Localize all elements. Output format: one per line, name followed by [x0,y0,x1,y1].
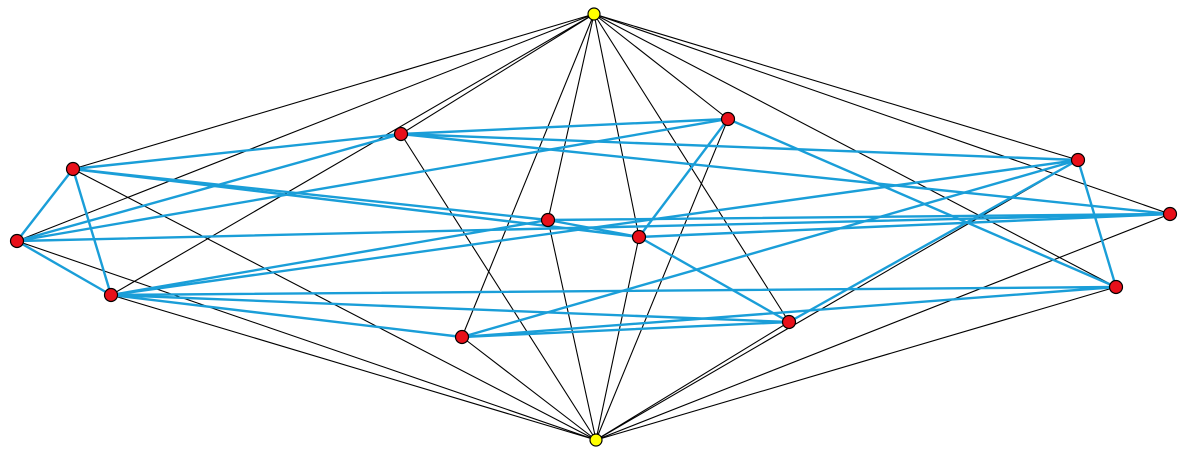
blue-edge-v01-v03 [71,167,113,297]
ring-vertex-v11 [1162,206,1178,222]
ring-vertex-v02 [9,233,25,249]
ring-vertex-v09 [781,314,797,330]
black-edge-apex_top-v02 [16,13,595,242]
black-edge-apex_top-v03 [110,13,595,296]
black-edge-apex_top-v07 [593,13,640,238]
ring-vertex-v05 [720,111,736,127]
blue-edge-v07-v11 [637,212,1172,239]
blue-edge-v01-v06 [71,167,550,222]
blue-edge-v08-v10 [460,158,1080,339]
black-edge-apex_top-v11 [593,13,1171,215]
ring-vertex-v08 [454,329,470,345]
apex-vertex-apex_bottom [589,433,603,447]
blue-edge-v03-v08 [109,293,464,339]
ring-vertex-v10 [1070,152,1086,168]
black-edge-apex_bottom-v06 [547,219,597,441]
ring-vertex-v03 [103,287,119,303]
apex-vertex-apex_top [587,7,601,21]
vertex-layer [9,7,1178,447]
blue-edge-v03-v09 [109,293,791,324]
blue-edge-v01-v04 [71,132,403,171]
black-edge-layer [16,13,1171,441]
black-edge-apex_top-v10 [593,13,1079,161]
black-edge-apex_top-v05 [593,13,729,120]
blue-edge-v04-v10 [399,132,1080,162]
black-edge-apex_top-v06 [547,13,595,221]
blue-edge-v08-v09 [460,320,791,339]
black-edge-apex_bottom-v08 [461,336,597,441]
blue-edge-v06-v07 [546,218,641,239]
blue-edge-v03-v06 [109,218,550,297]
ring-vertex-v12 [1108,279,1124,295]
ring-vertex-v06 [540,212,556,228]
blue-edge-v04-v05 [399,117,730,136]
blue-edge-v10-v12 [1076,158,1118,289]
blue-edge-v03-v12 [109,285,1118,297]
black-edge-apex_top-v01 [72,13,595,170]
black-edge-apex_bottom-v10 [595,159,1079,441]
blue-edge-v02-v04 [15,132,403,243]
black-edge-apex_bottom-v03 [110,294,597,441]
ring-vertex-v07 [631,229,647,245]
blue-edge-v02-v03 [15,239,113,297]
blue-edge-v05-v12 [726,117,1118,289]
black-edge-apex_bottom-v04 [400,133,597,441]
blue-edge-layer [15,117,1172,339]
blue-edge-v09-v10 [787,158,1080,324]
ring-vertex-v01 [65,161,81,177]
blue-edge-v06-v11 [546,212,1172,222]
blue-edge-v08-v12 [460,285,1118,339]
blue-edge-v02-v05 [15,117,730,243]
black-edge-apex_bottom-v09 [595,321,790,441]
black-edge-apex_bottom-v02 [16,240,597,441]
black-edge-apex_top-v04 [400,13,595,135]
blue-edge-v05-v07 [637,117,730,239]
ring-vertex-v04 [393,126,409,142]
black-edge-apex_bottom-v12 [595,286,1117,441]
blue-edge-v01-v02 [15,167,75,243]
blue-edge-v04-v11 [399,132,1172,216]
black-edge-apex_top-v08 [461,13,595,338]
black-edge-apex_bottom-v07 [595,236,640,441]
black-edge-apex_bottom-v11 [595,213,1171,441]
blue-edge-v07-v09 [637,235,791,324]
